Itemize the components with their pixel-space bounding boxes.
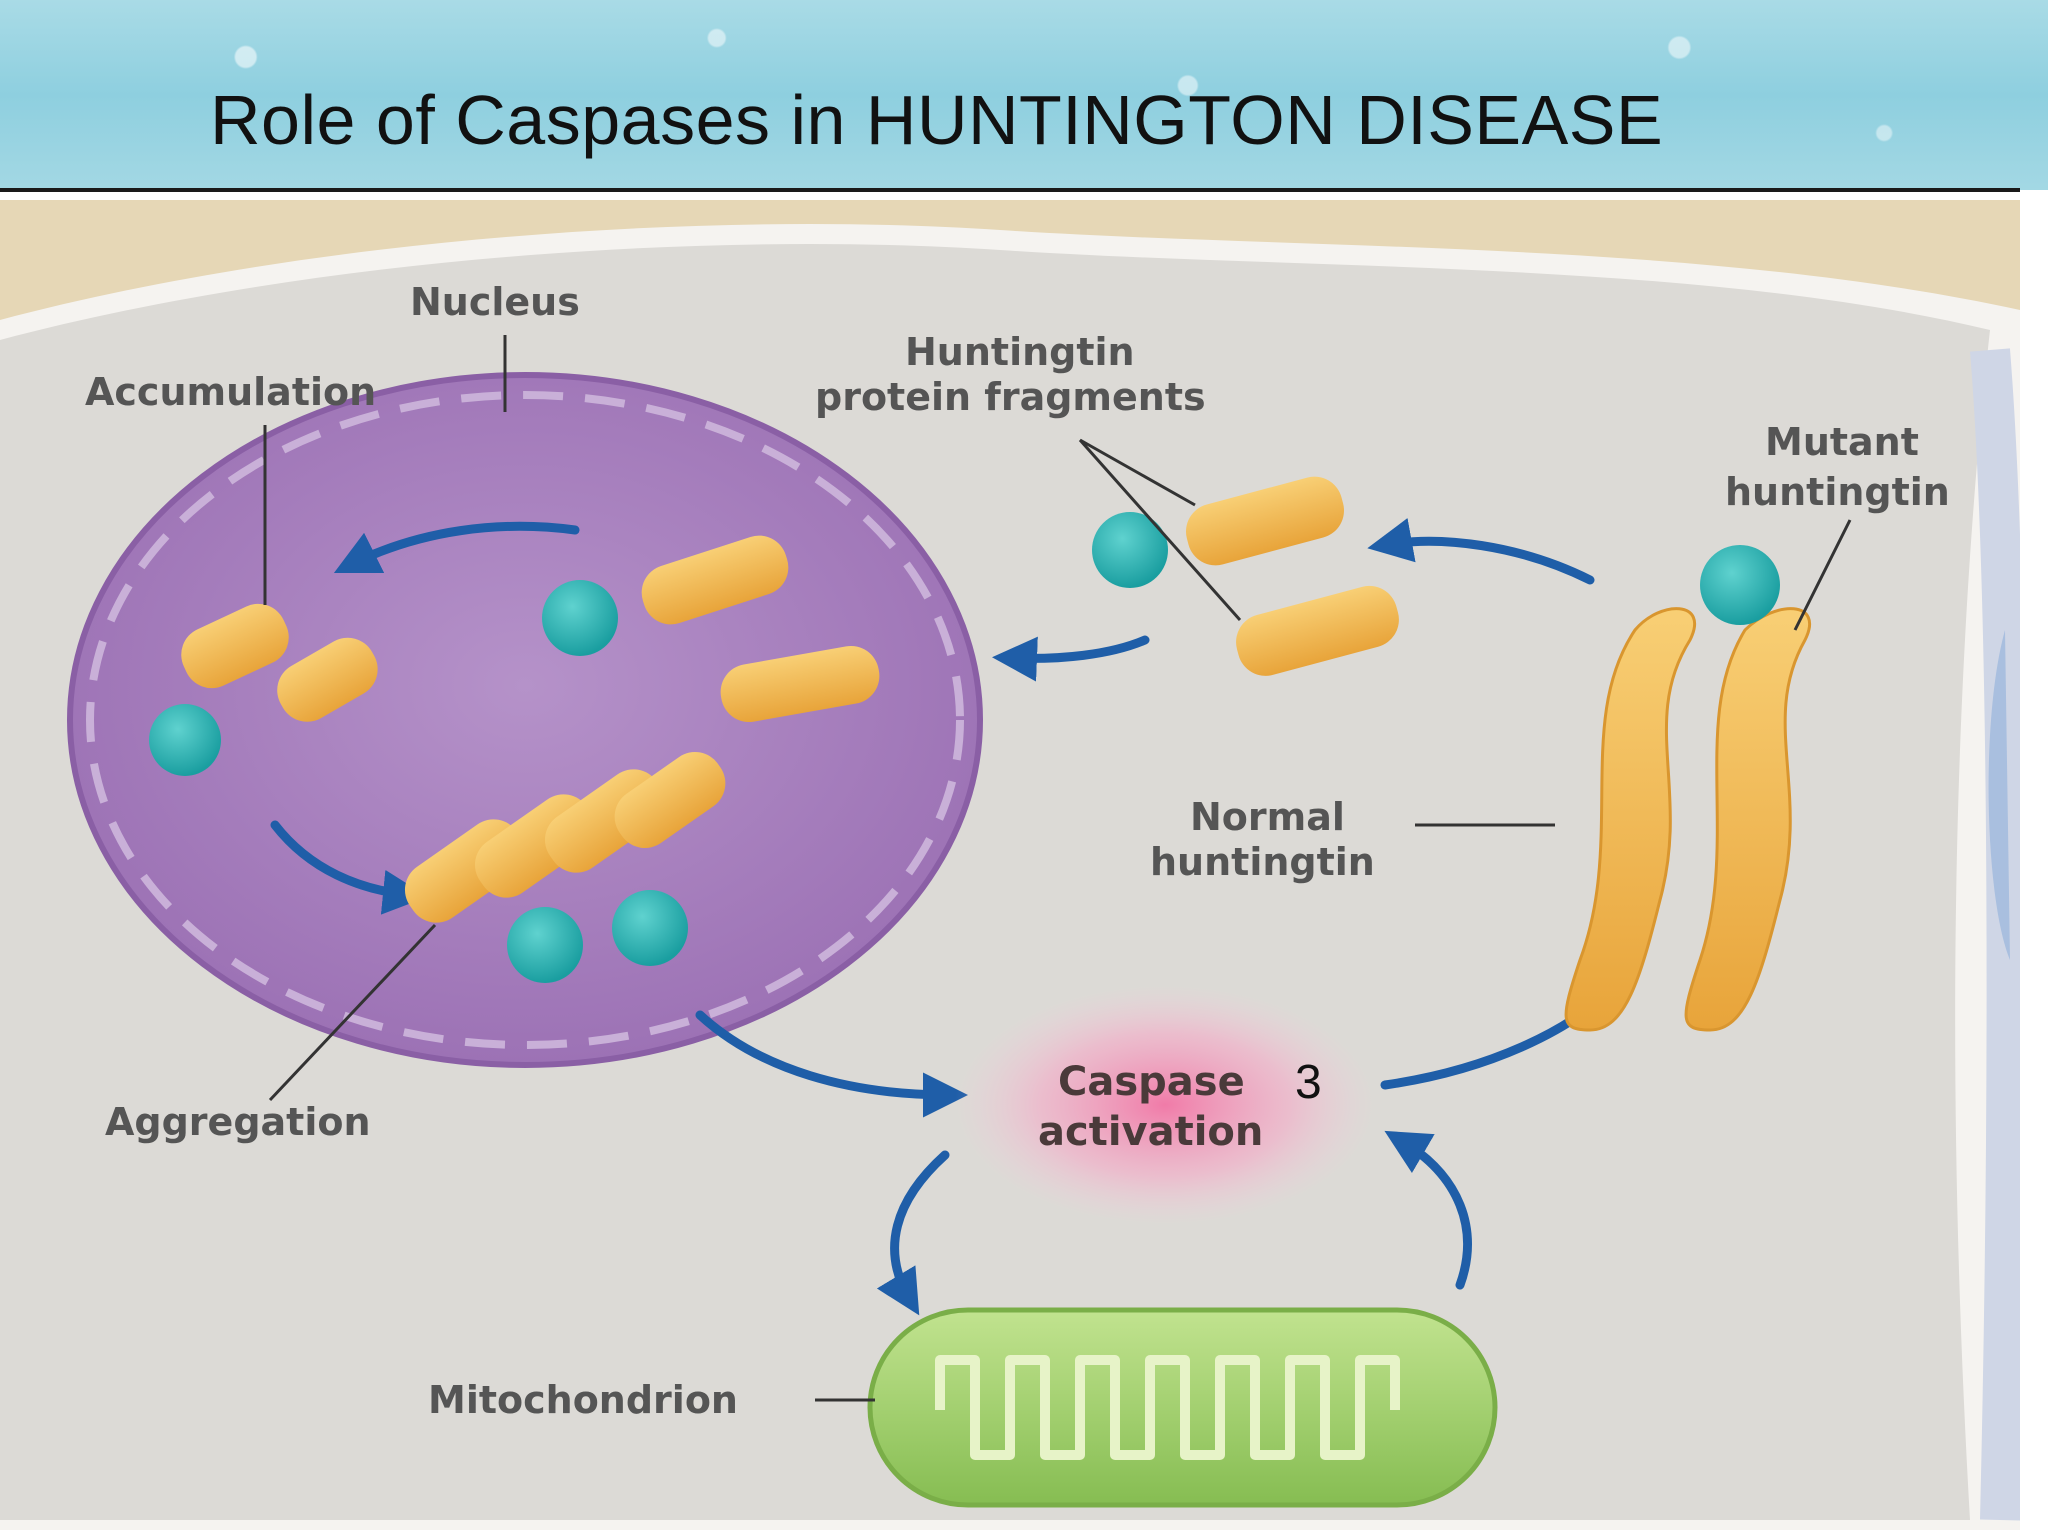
nuclear-fragments [542, 535, 880, 723]
label-huntingtin-fragments-line1: Huntingtin [905, 330, 1135, 374]
label-mitochondrion: Mitochondrion [428, 1378, 738, 1422]
label-aggregation: Aggregation [105, 1100, 371, 1144]
aggregation-proteins [404, 752, 726, 983]
normal-huntingtin-protein [1564, 607, 1697, 1032]
arrow-fragments-to-nucleus-upper [333, 521, 580, 574]
arrow-cytoplasm-to-nucleus [992, 635, 1150, 682]
label-normal-line2: huntingtin [1150, 840, 1375, 884]
label-leader-lines [263, 335, 1852, 1402]
caspase-activation-glow [955, 985, 1375, 1225]
label-accumulation: Accumulation [85, 370, 376, 414]
label-caspase-number: 3 [1295, 1056, 1322, 1109]
accumulation-proteins [149, 603, 378, 776]
mutant-huntingtin-protein [1684, 545, 1812, 1032]
label-normal-line1: Normal [1190, 795, 1345, 839]
slide-title: Role of Caspases in HUNTINGTON DISEASE [210, 81, 1664, 159]
arrow-nucleus-to-caspase [695, 1010, 968, 1118]
label-caspase-line2: activation [1038, 1109, 1263, 1155]
label-mutant-line2: huntingtin [1725, 470, 1950, 514]
arrow-mitochondrion-to-caspase [1384, 1130, 1472, 1290]
label-huntingtin-fragments-line2: protein fragments [815, 375, 1206, 419]
huntingtin-protein-fragments [1092, 476, 1399, 676]
label-mutant-line1: Mutant [1765, 420, 1919, 464]
arrow-mutant-to-fragments [1367, 518, 1595, 585]
label-caspase-line1: Caspase [1058, 1059, 1245, 1105]
arrow-accumulation-to-aggregation [270, 820, 428, 915]
mitochondrion [867, 1307, 1498, 1508]
slide-header: Role of Caspases in HUNTINGTON DISEASE [0, 0, 2048, 190]
huntington-caspase-diagram: Nucleus Accumulation Huntingtin protein … [0, 200, 2020, 1530]
title-divider [0, 188, 2020, 192]
label-nucleus: Nucleus [410, 280, 580, 324]
arrow-caspase-to-mitochondrion [876, 1150, 950, 1316]
pathway-arrows [270, 518, 1623, 1316]
